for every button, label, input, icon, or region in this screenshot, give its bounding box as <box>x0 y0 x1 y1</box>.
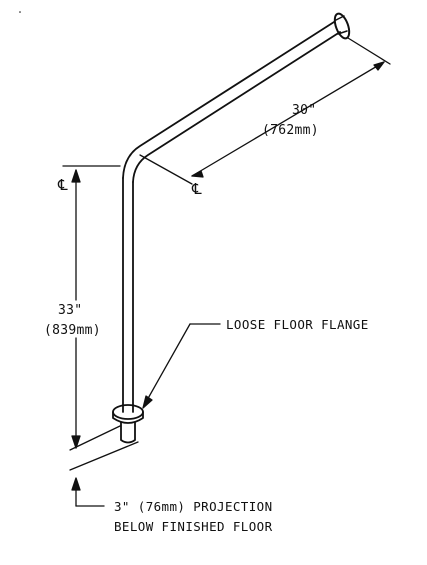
stray-dot <box>19 11 21 13</box>
dimension-30-imperial: 30" <box>292 103 316 118</box>
flange-leader <box>142 323 221 409</box>
centerline-label-right: ℄ <box>191 180 202 198</box>
dimension-30-line <box>191 37 391 178</box>
projection-dimension <box>69 441 139 507</box>
centerline-marks <box>62 154 193 185</box>
projection-note-line2: BELOW FINISHED FLOOR <box>114 519 273 534</box>
dimension-30-metric: (762mm) <box>262 123 319 138</box>
diagonal-bar <box>122 21 341 183</box>
floor-flange <box>112 404 144 444</box>
dimension-33-imperial: 33" <box>58 303 82 318</box>
flange-label: LOOSE FLOOR FLANGE <box>226 317 369 332</box>
centerline-label-left: ℄ <box>57 176 68 194</box>
projection-note-line1: 3" (76mm) PROJECTION <box>114 499 273 514</box>
dimension-33-line <box>69 169 121 451</box>
vertical-bar <box>122 177 134 407</box>
dimension-33-metric: (839mm) <box>44 323 101 338</box>
